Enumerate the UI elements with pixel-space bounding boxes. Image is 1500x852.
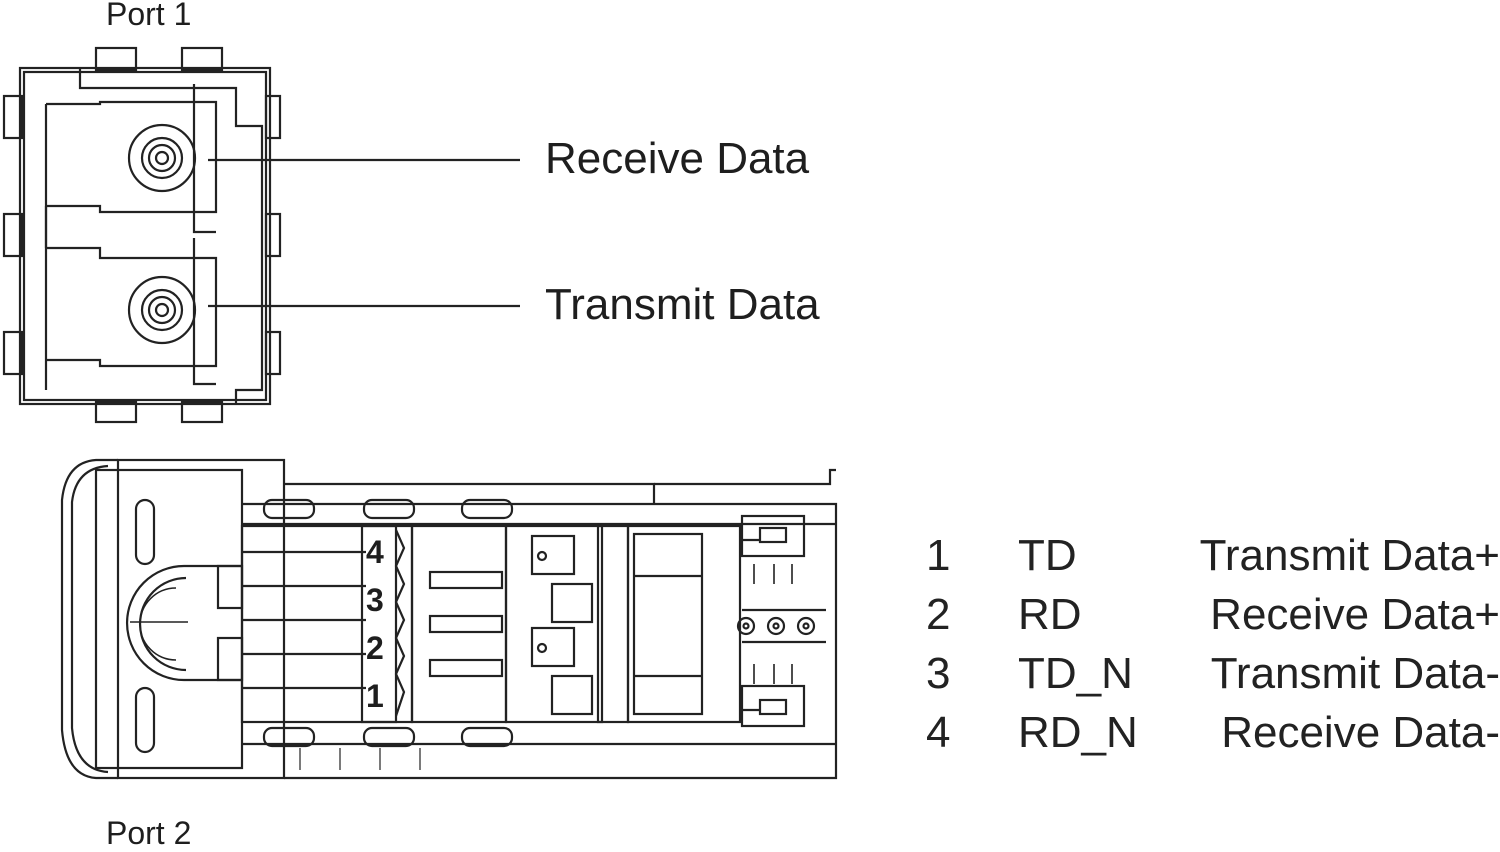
- pin-number: 3: [926, 649, 951, 698]
- pin-signal: RD_N: [1018, 708, 1138, 757]
- port2-label: Port 2: [106, 815, 192, 851]
- pin-description: Receive Data+: [1210, 590, 1500, 639]
- pin-number: 2: [926, 590, 951, 639]
- connector-pin-1: 1: [366, 678, 384, 714]
- transmit-data-callout: Transmit Data: [545, 280, 820, 329]
- receive-data-callout: Receive Data: [545, 134, 810, 183]
- pin-description: Receive Data-: [1221, 708, 1500, 757]
- port1-label: Port 1: [106, 0, 192, 32]
- port2-module: [60, 458, 838, 780]
- pin-signal: TD: [1018, 531, 1077, 580]
- pin-description: Transmit Data+: [1199, 531, 1500, 580]
- pin-description: Transmit Data-: [1210, 649, 1500, 698]
- port1-connector: [2, 46, 282, 424]
- pin-number: 1: [926, 531, 951, 580]
- pin-signal: TD_N: [1018, 649, 1133, 698]
- connector-pin-2: 2: [366, 630, 384, 666]
- connector-pin-4: 4: [366, 534, 384, 570]
- pin-signal: RD: [1018, 590, 1082, 639]
- connector-pin-3: 3: [366, 582, 384, 618]
- pin-number: 4: [926, 708, 951, 757]
